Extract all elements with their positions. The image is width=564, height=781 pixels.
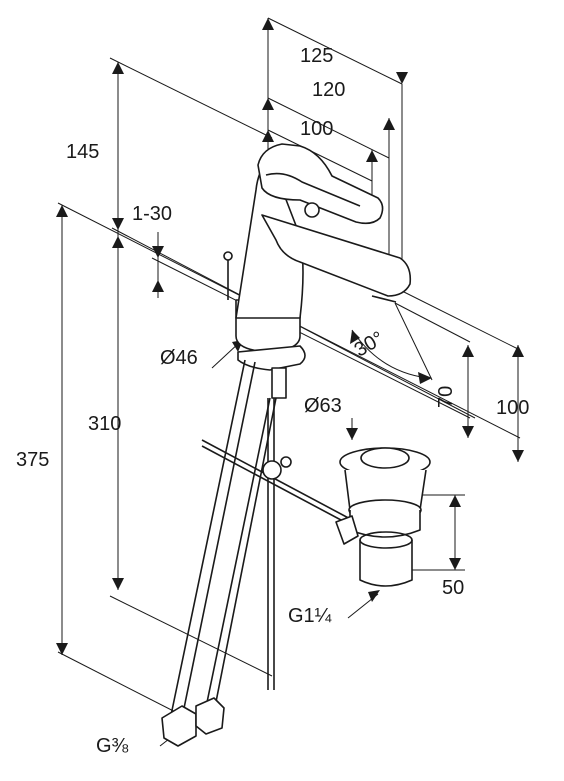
dim-label-diameter-63: Ø63 xyxy=(304,395,342,417)
dim-label-145: 145 xyxy=(66,141,99,163)
dim-label-100-top: 100 xyxy=(300,118,333,140)
faucet-body xyxy=(223,143,412,353)
dim-label-125: 125 xyxy=(300,45,333,67)
dim-label-375: 375 xyxy=(16,449,49,471)
dim-label-120: 120 xyxy=(312,79,345,101)
arrowheads xyxy=(56,18,524,738)
dim-label-diameter-46: Ø46 xyxy=(160,347,198,369)
dim-label-g3-8: G⅜ xyxy=(96,735,129,757)
mounting-and-hoses xyxy=(161,345,357,747)
dim-label-1-30: 1-30 xyxy=(132,203,172,225)
dim-label-70: 70 xyxy=(435,386,457,408)
dim-label-30-degrees: 30° xyxy=(351,327,388,361)
dim-label-100-right: 100 xyxy=(496,397,529,419)
dim-label-50: 50 xyxy=(442,577,464,599)
dim-label-g1-1-4: G1¼ xyxy=(288,605,332,627)
waste-valve xyxy=(335,447,431,587)
dim-label-310: 310 xyxy=(88,413,121,435)
